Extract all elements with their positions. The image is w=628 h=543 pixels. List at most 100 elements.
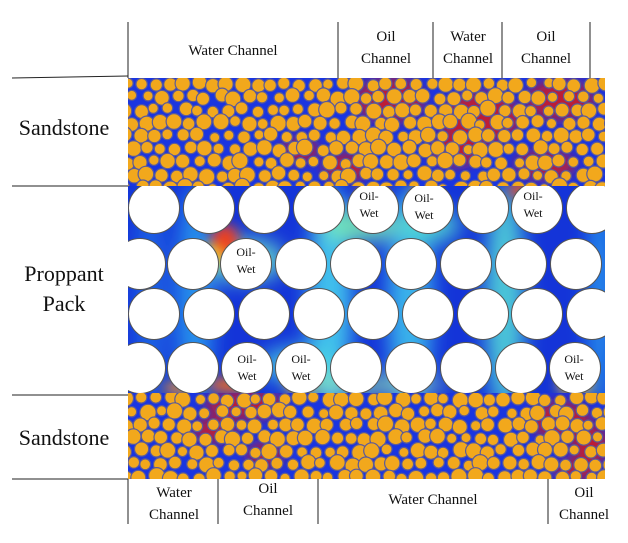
sand-grain-59 xyxy=(486,405,500,418)
sand-grain-195 xyxy=(486,455,501,471)
sand-grain-177 xyxy=(227,458,241,472)
sand-grain-162 xyxy=(496,128,512,144)
sand-grain-52 xyxy=(385,87,403,105)
sand-grain-101 xyxy=(597,101,605,116)
sand-grain-143 xyxy=(223,129,235,141)
sand-grain-233 xyxy=(537,154,554,171)
sand-grain-124 xyxy=(442,113,459,130)
sand-grain-37 xyxy=(165,402,184,420)
sand-grain-235 xyxy=(567,156,580,169)
sand-grain-240 xyxy=(154,168,169,183)
proppant-grain-20 xyxy=(238,288,290,340)
sand-grain-135 xyxy=(608,433,620,445)
sand-grain-189 xyxy=(401,457,415,471)
sand-grain-171 xyxy=(139,458,152,471)
sand-grain-292 xyxy=(408,180,420,186)
sand-grain-37 xyxy=(171,89,185,103)
sand-grain-33 xyxy=(596,393,605,406)
sand-grain-94 xyxy=(497,417,514,434)
sand-grain-8 xyxy=(236,393,253,409)
sand-grain-197 xyxy=(515,142,530,157)
sand-grain-210 xyxy=(205,467,222,479)
sand-grain-136 xyxy=(128,444,132,460)
sand-grain-97 xyxy=(540,416,557,432)
sand-grain-272 xyxy=(128,182,130,186)
sand-grain-131 xyxy=(545,117,558,130)
sand-grain-208 xyxy=(176,472,190,479)
sand-grain-115 xyxy=(314,428,331,446)
sand-grain-265 xyxy=(517,167,531,181)
sand-grain-291 xyxy=(394,179,408,186)
proppant-grain-34 xyxy=(495,342,547,394)
sand-grain-65 xyxy=(576,90,590,104)
sand-grain-98 xyxy=(554,102,570,118)
sand-grain-207 xyxy=(159,152,176,170)
sand-grain-243 xyxy=(197,167,216,186)
sand-grain-303 xyxy=(567,181,580,186)
sand-grain-105 xyxy=(165,112,183,130)
bottom-channel-label-3: Water Channel xyxy=(388,492,478,508)
sand-grain-215 xyxy=(279,472,291,479)
sand-grain-181 xyxy=(286,458,300,471)
sand-grain-212 xyxy=(231,151,249,170)
sand-grain-9 xyxy=(249,393,262,405)
sand-grain-46 xyxy=(303,89,316,102)
sand-grain-239 xyxy=(137,165,155,183)
sand-grain-188 xyxy=(386,141,403,158)
sand-grain-174 xyxy=(183,140,198,155)
sand-grain-96 xyxy=(523,419,539,435)
sand-grain-163 xyxy=(510,128,525,142)
sand-grain-179 xyxy=(256,139,273,156)
proppant-grain-7 xyxy=(511,186,563,234)
sand-grain-230 xyxy=(494,156,509,171)
sand-grain-180 xyxy=(270,456,284,470)
sand-grain-142 xyxy=(209,131,221,144)
sand-grain-8 xyxy=(234,78,252,94)
sand-grain-212 xyxy=(236,470,248,479)
sand-grain-65 xyxy=(575,403,590,418)
proppant-grain-9 xyxy=(128,238,166,290)
sand-grain-261 xyxy=(459,169,472,182)
sand-grain-235 xyxy=(569,469,583,479)
sand-grain-4 xyxy=(174,78,191,92)
sand-grain-298 xyxy=(496,181,510,186)
sand-grain-133 xyxy=(576,115,591,130)
sand-grain-142 xyxy=(204,443,220,458)
sand-grain-168 xyxy=(584,445,598,459)
sand-grain-183 xyxy=(313,456,326,469)
sand-grain-141 xyxy=(189,126,205,142)
sand-grain-67 xyxy=(602,406,605,419)
sand-grain-94 xyxy=(498,104,512,118)
sand-grain-60 xyxy=(501,90,516,105)
proppant-grain-18 xyxy=(128,288,180,340)
sand-grain-171 xyxy=(140,140,154,155)
sand-grain-16 xyxy=(347,393,365,408)
sand-grain-176 xyxy=(212,456,225,469)
sand-grain-221 xyxy=(364,468,382,479)
sand-grain-187 xyxy=(369,138,388,156)
sand-grain-287 xyxy=(334,178,349,186)
sand-grain-62 xyxy=(529,404,546,422)
sand-grain-218 xyxy=(321,471,334,479)
sand-grain-54 xyxy=(414,87,431,104)
sand-grain-60 xyxy=(506,407,518,420)
sand-grain-232 xyxy=(522,468,539,479)
sand-grain-5 xyxy=(191,78,208,91)
sand-grain-236 xyxy=(582,155,595,168)
sand-grain-18 xyxy=(376,393,394,407)
sand-grain-96 xyxy=(524,104,537,118)
sand-grain-22 xyxy=(437,78,455,93)
sand-grain-155 xyxy=(398,446,410,458)
oil-wet-tag-3: Oil- Wet xyxy=(523,189,543,220)
sand-grain-57 xyxy=(461,89,474,102)
sand-grain-63 xyxy=(546,91,559,103)
sand-grain-2 xyxy=(149,393,163,404)
sand-grain-73 xyxy=(191,104,204,117)
sand-grain-164 xyxy=(525,127,542,144)
sand-grain-203 xyxy=(602,458,605,471)
sand-grain-234 xyxy=(554,470,571,479)
sand-grain-40 xyxy=(215,404,230,419)
sand-grain-117 xyxy=(344,432,358,446)
sand-grain-205 xyxy=(130,469,147,479)
